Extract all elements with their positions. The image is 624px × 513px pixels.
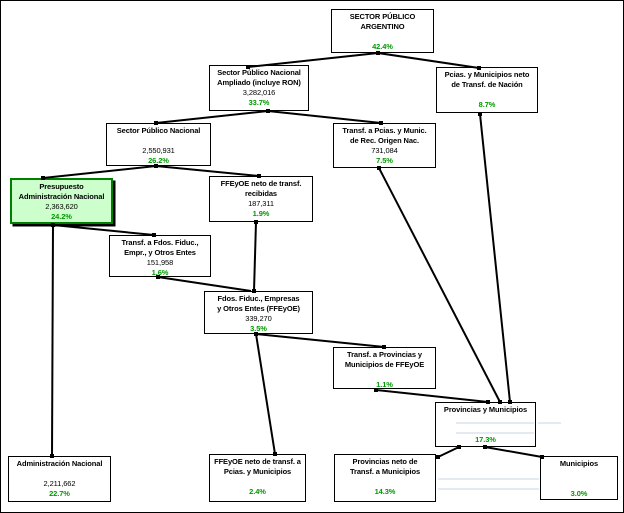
node-value <box>210 477 305 487</box>
node-percent: 33.7% <box>248 98 270 107</box>
node-ffeyoe-neto-transf-recibidas[interactable]: FFEyOE neto de transf. recibidas 187,311… <box>209 176 313 222</box>
node-transf-provincias-municipios-ffeyoe[interactable]: Transf. a Provincias y Municipios de FFE… <box>333 347 436 389</box>
node-value: 2,550,931 <box>142 146 175 155</box>
node-value: 187,311 <box>248 199 274 208</box>
node-title2 <box>436 415 535 425</box>
node-percent: 3.0% <box>570 489 588 498</box>
node-value: 2,211,662 <box>43 479 76 488</box>
node-title: Presupuesto <box>39 182 84 191</box>
node-title: Transf. a Provincias y <box>347 350 422 359</box>
node-administracion-nacional[interactable]: Administración Nacional 2,211,662 22.7% <box>8 456 111 502</box>
node-title2: de Transf. de Nación <box>451 80 523 89</box>
node-value: 151,958 <box>146 258 174 267</box>
node-value <box>335 477 435 487</box>
node-ffeyoe-neto-transf-pcias[interactable]: FFEyOE neto de transf. a Pcias. y Munici… <box>209 454 306 502</box>
node-pcias-municipios-neto-nacion[interactable]: Pcias. y Municipios neto de Transf. de N… <box>436 67 538 113</box>
node-percent: 2.4% <box>249 487 266 496</box>
node-presupuesto-admin-nacional[interactable]: Presupuesto Administración Nacional 2,36… <box>10 178 113 224</box>
node-percent: 8.7% <box>478 100 496 109</box>
node-percent: 1.6% <box>151 268 169 277</box>
node-spn-ampliado[interactable]: Sector Público Nacional Ampliado (incluy… <box>209 65 309 111</box>
node-percent: 3.5% <box>250 324 267 333</box>
node-percent: 1.9% <box>252 209 270 218</box>
node-title: Sector Público Nacional <box>217 68 301 77</box>
node-value: 731,084 <box>371 146 398 155</box>
node-title2: Administración Nacional <box>18 192 105 201</box>
node-title2: recibidas <box>244 189 278 198</box>
node-title: FFEyOE neto de transf. <box>220 179 302 188</box>
node-value <box>436 425 535 435</box>
node-municipios[interactable]: Municipios 3.0% <box>540 456 618 500</box>
node-value: 2,363,620 <box>45 202 78 211</box>
node-title: Provincias neto de <box>352 457 418 466</box>
node-value <box>541 479 617 489</box>
node-provincias-y-municipios[interactable]: Provincias y Municipios 17.3% <box>435 402 536 447</box>
node-title2: ARGENTINO <box>360 22 405 31</box>
node-title: Fdos. Fiduc., Empresas <box>217 294 300 303</box>
node-title2: Transf. a Municipios <box>349 467 421 476</box>
node-title: FFEyOE neto de transf. a <box>214 457 301 466</box>
node-sector-publico-nacional[interactable]: Sector Público Nacional 2,550,931 26.2% <box>106 123 211 166</box>
node-provincias-neto-transf-municipios[interactable]: Provincias neto de Transf. a Municipios … <box>334 454 436 502</box>
node-value: 3,282,016 <box>242 88 276 97</box>
node-title: SECTOR PÚBLICO <box>349 12 416 21</box>
node-title: Provincias y Municipios <box>443 405 528 414</box>
node-percent: 14.3% <box>374 487 396 496</box>
node-percent: 22.7% <box>49 489 70 498</box>
node-fdos-fiduc-empresas-ffeyoe[interactable]: Fdos. Fiduc., Empresas y Otros Entes (FF… <box>204 291 313 334</box>
node-title2: de Rec. Origen Nac. <box>350 136 419 145</box>
node-percent: 42.4% <box>372 42 393 51</box>
node-title2: Ampliado (incluye RON) <box>217 78 301 87</box>
node-value <box>332 32 433 42</box>
node-value: 339,270 <box>245 314 272 323</box>
node-title2: Pcias. y Municipios <box>223 467 292 476</box>
node-title2: Municipios de FFEyOE <box>344 360 425 369</box>
node-title: Municipios <box>559 459 599 468</box>
node-title: Pcias. y Municipios neto <box>444 70 530 79</box>
node-value <box>437 90 537 100</box>
node-value <box>334 370 435 380</box>
node-transf-fdos-fiduc[interactable]: Transf. a Fdos. Fiduc., Empr., y Otros E… <box>109 235 211 277</box>
node-title2 <box>9 469 110 479</box>
node-title2 <box>541 469 617 479</box>
node-percent: 17.3% <box>475 435 496 444</box>
node-percent: 7.5% <box>376 156 393 165</box>
node-title: Sector Público Nacional <box>116 126 201 135</box>
node-title: Transf. a Fdos. Fiduc., <box>121 238 199 247</box>
node-percent: 26.2% <box>148 156 169 165</box>
node-percent: 1.1% <box>376 380 393 389</box>
node-transf-pcias-munic-ron[interactable]: Transf. a Pcias. y Munic. de Rec. Origen… <box>333 123 436 168</box>
node-title2: Empr., y Otros Entes <box>124 248 196 257</box>
node-percent: 24.2% <box>51 212 72 221</box>
node-sector-publico-argentino[interactable]: SECTOR PÚBLICO ARGENTINO 42.4% <box>331 9 434 53</box>
node-title2: y Otros Entes (FFEyOE) <box>217 304 300 313</box>
node-title: Transf. a Pcias. y Munic. <box>342 126 427 135</box>
node-title2 <box>107 136 210 146</box>
node-title: Administración Nacional <box>16 459 103 468</box>
